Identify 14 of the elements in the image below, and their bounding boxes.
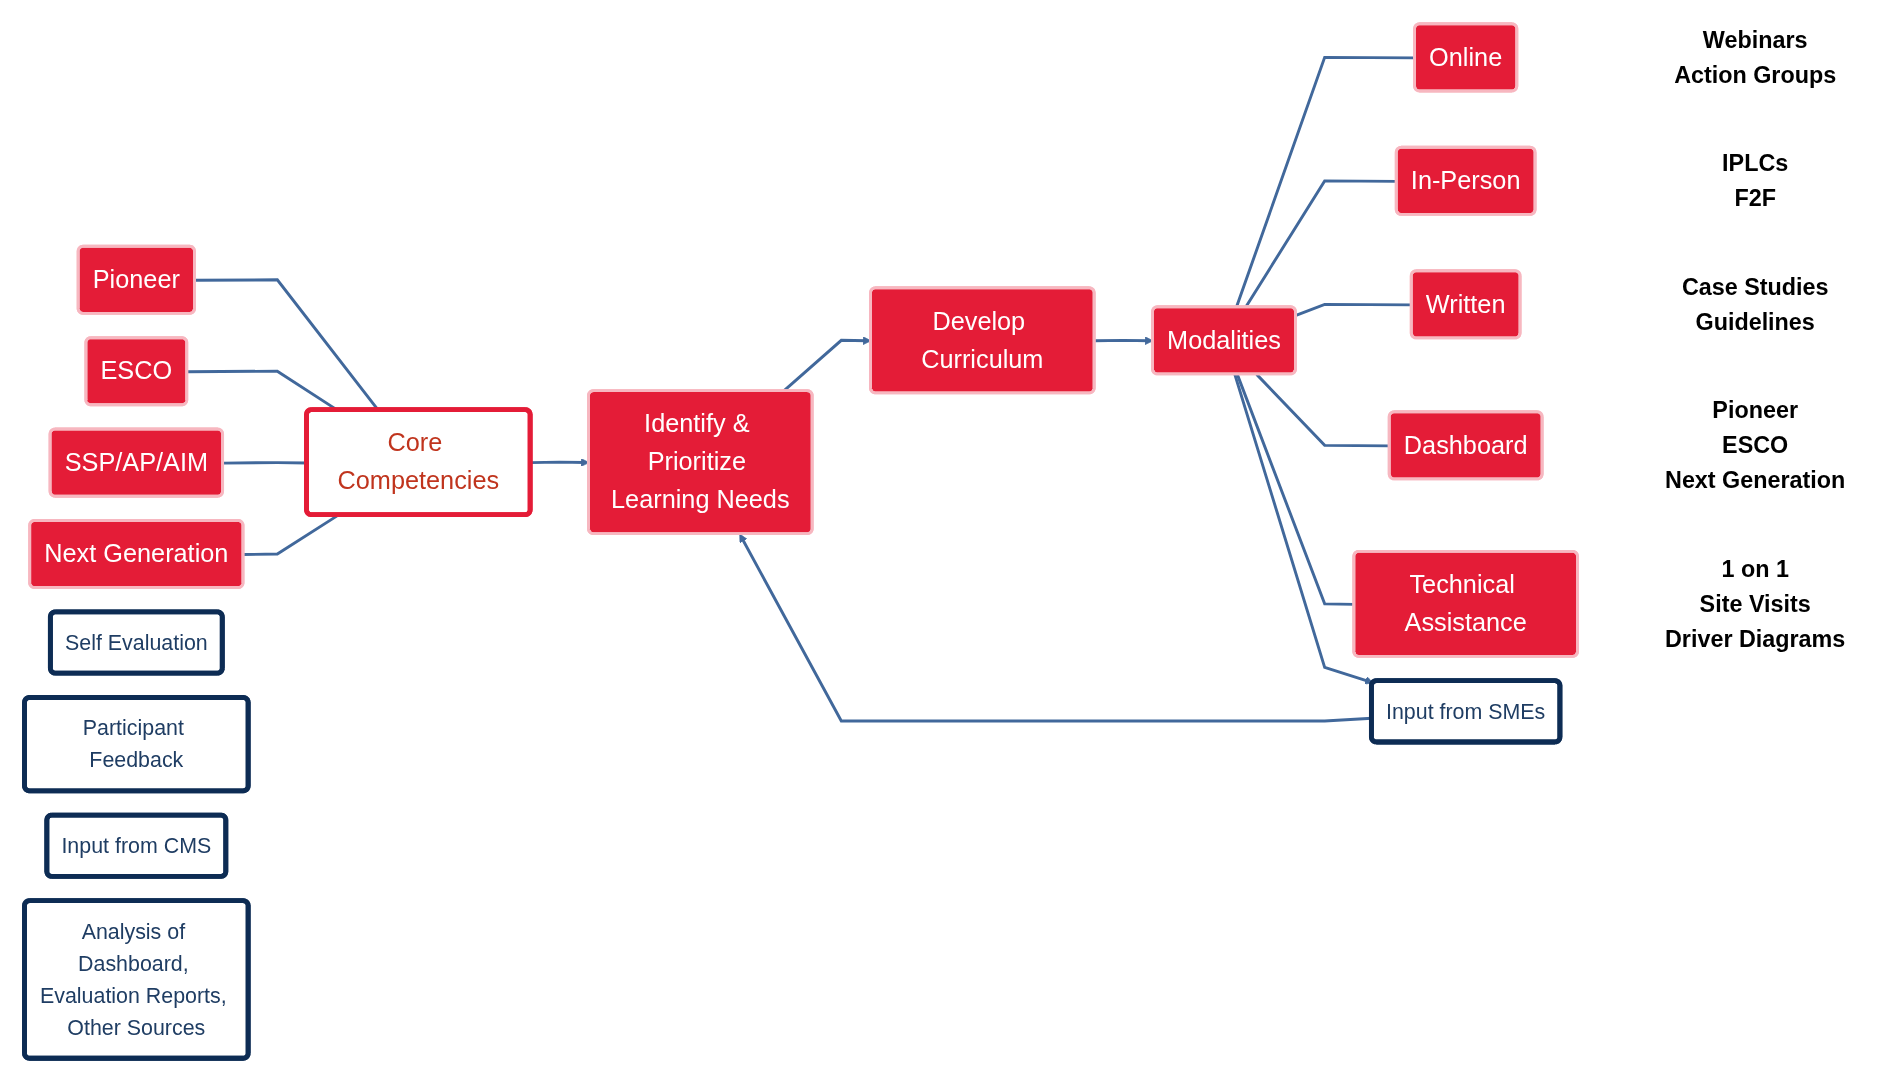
node-label: Driver Diagrams	[1665, 625, 1846, 652]
node-label: 1 on 1	[1721, 555, 1789, 582]
connector	[1255, 373, 1390, 448]
node-label: Case Studies	[1681, 273, 1829, 300]
node-label: Site Visits	[1699, 590, 1811, 617]
node-label: Next Generation	[1665, 466, 1846, 494]
node-label: Guidelines	[1695, 308, 1815, 335]
node-label: F2F	[1734, 184, 1776, 212]
node-label: Pioneer	[1712, 396, 1798, 423]
node-label: Webinars	[1702, 26, 1808, 53]
node-label: ESCO	[1722, 431, 1789, 458]
node-label: Action Groups	[1674, 61, 1837, 88]
node-label: IPLCs	[1722, 149, 1789, 177]
connector	[1295, 302, 1412, 317]
